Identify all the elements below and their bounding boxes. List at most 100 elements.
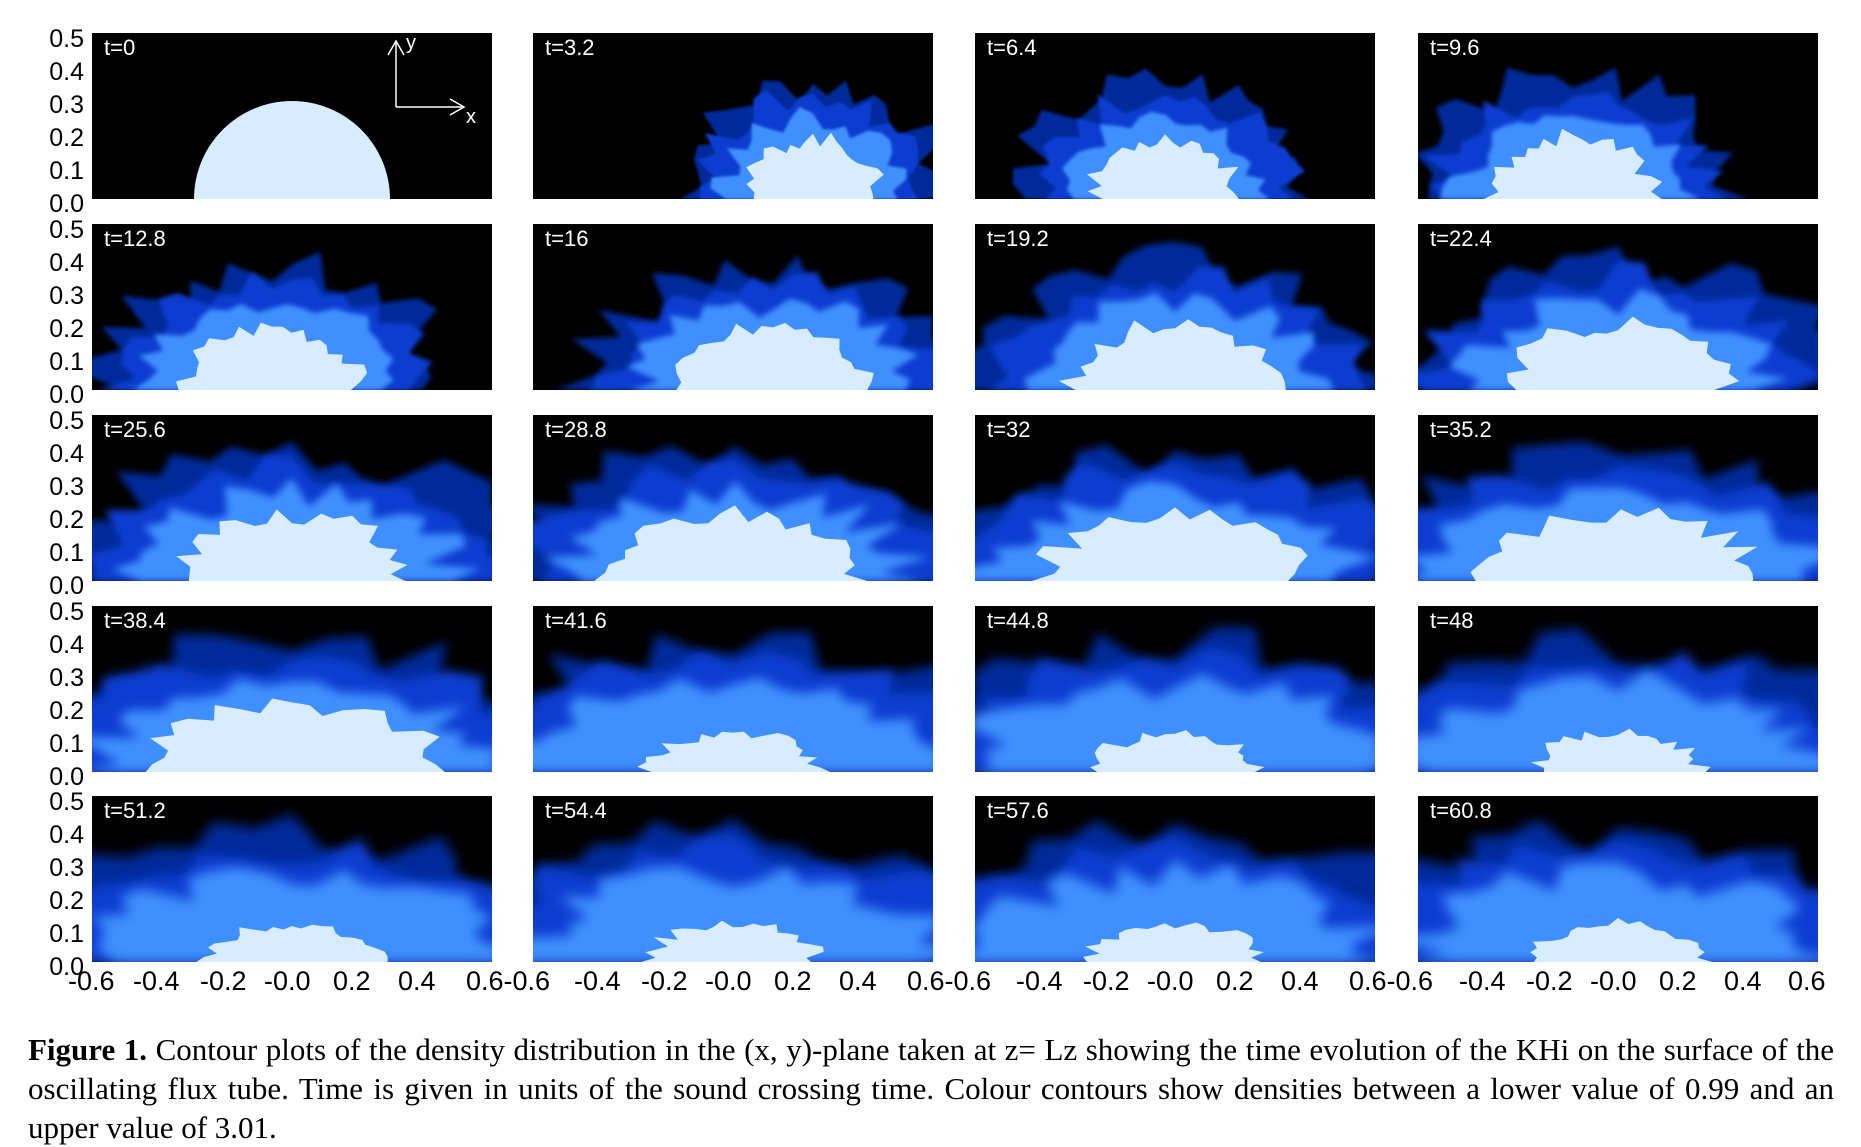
density-panel-4: t=12.8 [92,224,492,390]
density-layer-3 [746,132,884,199]
y-tick-label: 0.3 [49,91,84,119]
density-layer-2 [533,866,933,962]
density-layer-3 [1483,128,1663,199]
y-tick-label: 0.5 [49,25,84,53]
x-tick-label: -0.2 [200,966,247,996]
density-panel-14: t=44.8 [975,606,1375,772]
density-panel-3: t=9.6 [1418,33,1818,199]
x-tick-label: 0.4 [1281,966,1319,996]
density-layer-3 [1086,134,1239,199]
density-panel-0: t=0 y x [92,33,492,199]
density-layer-3 [1090,730,1265,772]
x-tick-label-last: 0.6 [1788,966,1826,996]
x-tick-label: -0.6 [68,966,115,996]
time-label: t=22.4 [1430,226,1492,251]
density-panel-11: t=35.2 [1418,415,1818,581]
density-contour [1418,246,1818,390]
density-layer-3 [1470,507,1759,581]
y-tick-label: 0.1 [49,348,84,376]
time-label: t=32 [987,417,1031,442]
density-layer-3 [1083,922,1264,962]
time-label: t=12.8 [104,226,166,251]
density-layer-2 [533,677,933,772]
figure-caption: Figure 1. Contour plots of the density d… [28,1030,1834,1147]
density-layer-3 [175,509,409,581]
time-label: t=57.6 [987,798,1049,823]
time-label: t=6.4 [987,35,1037,60]
time-label: t=3.2 [545,35,595,60]
x-tick-label-joined: 0.6-0.6 [1349,966,1434,996]
time-label: t=44.8 [987,608,1049,633]
density-layer-3 [641,920,824,962]
y-tick-label: 0.4 [49,249,84,277]
density-layer-2 [92,866,492,962]
time-label: t=54.4 [545,798,607,823]
density-contour [556,255,933,390]
density-layer-3 [675,323,874,390]
y-tick-label: 0.1 [49,157,84,185]
density-contour [194,101,390,199]
time-label: t=38.4 [104,608,166,633]
y-tick-label: 0.5 [49,407,84,435]
x-tick-label: -0.4 [1459,966,1506,996]
density-layer-3 [637,731,831,772]
y-tick-label: 0.0 [49,953,84,981]
y-tick-label: 0.2 [49,315,84,343]
x-tick-label: -0.4 [1016,966,1063,996]
density-panel-18: t=57.6 [975,796,1375,962]
x-tick-label: 0.4 [839,966,877,996]
density-layer-2 [1418,669,1818,772]
density-contour [1418,628,1818,772]
x-tick-label: 0.4 [1724,966,1762,996]
y-tick-label: 0.3 [49,664,84,692]
density-contour [680,80,933,199]
density-contour [975,820,1375,962]
axis-icon-y: y [406,33,416,54]
density-panel-7: t=22.4 [1418,224,1818,390]
time-label: t=35.2 [1430,417,1492,442]
density-panel-15: t=48 [1418,606,1818,772]
density-contour [533,632,933,772]
time-label: t=41.6 [545,608,607,633]
density-panel-1: t=3.2 [533,33,933,199]
density-panel-8: t=25.6 [92,415,492,581]
y-tick-label: 0.1 [49,920,84,948]
density-contour [533,445,933,581]
density-layer-3 [1031,507,1308,581]
x-tick-label: -0.4 [574,966,621,996]
y-tick-label: 0.4 [49,58,84,86]
density-contour [92,441,492,581]
density-contour [975,444,1375,581]
y-tick-label: 0.2 [49,124,84,152]
x-tick-label: 0.2 [774,966,812,996]
y-tick-label: 0.1 [49,730,84,758]
time-label: t=28.8 [545,417,607,442]
density-contour [1418,67,1749,199]
density-contour [1012,68,1310,199]
x-tick-label: -0.0 [1590,966,1637,996]
y-tick-label: 0.4 [49,440,84,468]
time-label: t=19.2 [987,226,1049,251]
axes-orientation-icon: y x [387,33,476,123]
density-panel-17: t=54.4 [533,796,933,962]
y-tick-label: 0.3 [49,854,84,882]
x-tick-label: -0.2 [1526,966,1573,996]
density-panel-6: t=19.2 [975,224,1375,390]
y-tick-label: 0.3 [49,473,84,501]
x-tick-label-joined: 0.6-0.6 [907,966,992,996]
density-contour [92,634,492,772]
density-layer-2 [1418,862,1818,962]
density-panel-5: t=16 [533,224,933,390]
axis-icon-x: x [466,106,476,123]
y-tick-label: 0.5 [49,598,84,626]
time-label: t=48 [1430,608,1474,633]
density-layer-3 [1530,918,1713,962]
density-contour [1418,819,1818,962]
y-tick-label: 0.4 [49,631,84,659]
density-panel-9: t=28.8 [533,415,933,581]
density-layer-3 [196,924,388,962]
density-core [194,101,390,199]
time-label: t=0 [104,35,136,60]
density-contour [975,241,1375,390]
y-tick-label: 0.5 [49,216,84,244]
